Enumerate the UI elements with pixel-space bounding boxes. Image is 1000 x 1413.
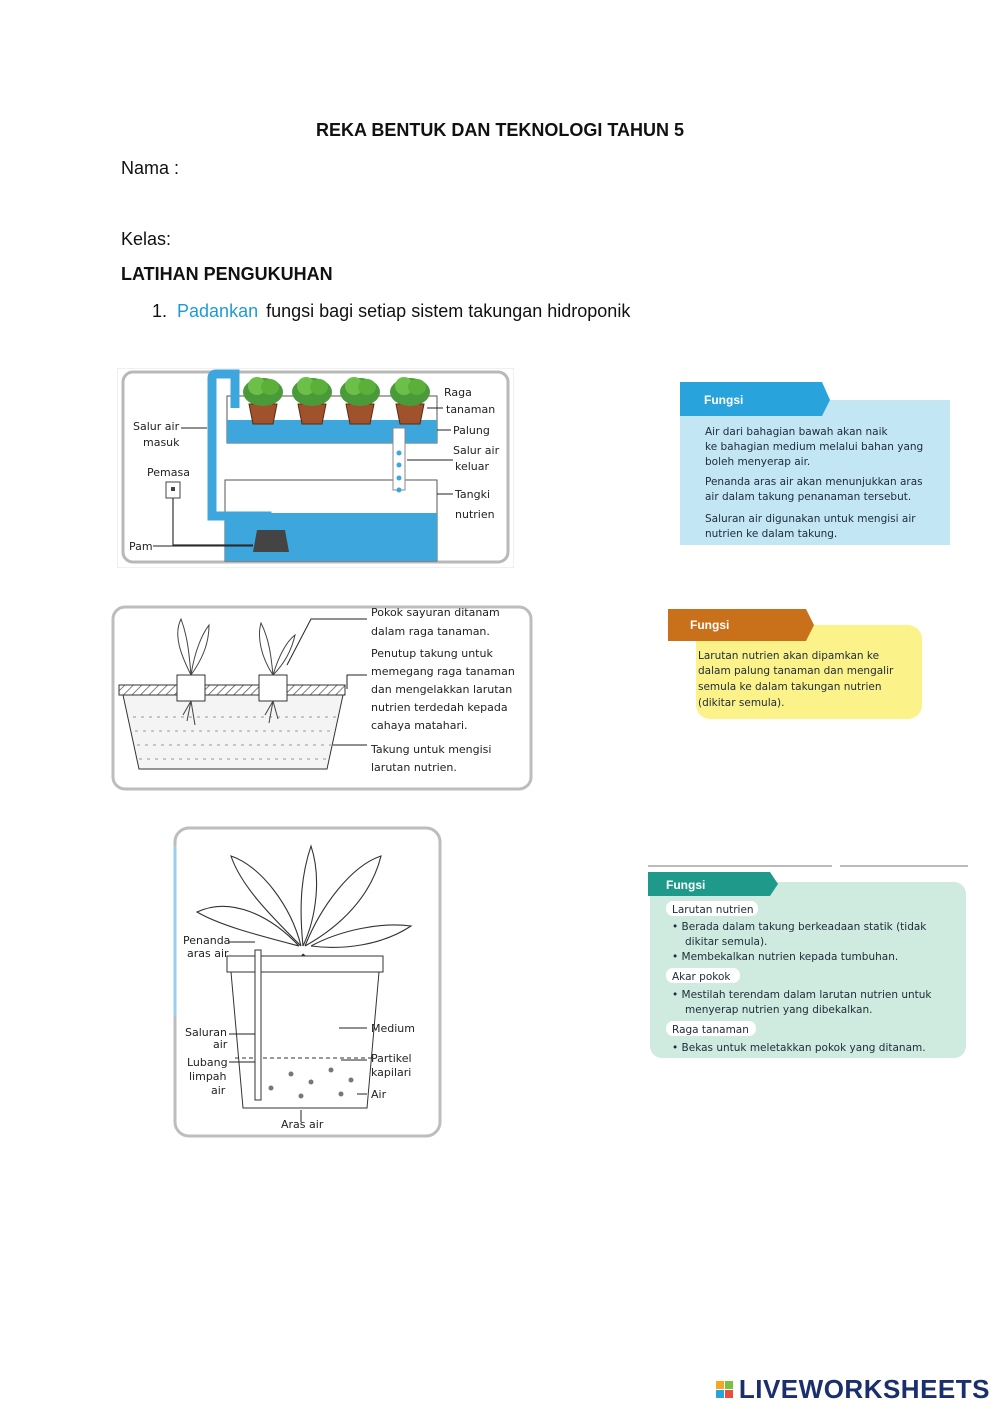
label-limpah-air: air: [211, 1084, 226, 1097]
label-salur-air-masuk-1: Salur air: [133, 420, 180, 433]
liveworksheets-brand: LIVEWORKSHEETS: [738, 1374, 990, 1404]
label-pemasa: Pemasa: [147, 466, 190, 479]
diagram-nft-system: Raga tanaman Palung Salur air keluar Tan…: [117, 368, 514, 568]
label-palung: Palung: [453, 424, 490, 437]
card3-b1-line-3: • Membekalkan nutrien kepada tumbuhan.: [672, 951, 898, 963]
question-number: 1.: [152, 301, 168, 321]
section-title: LATIHAN PENGUKUHAN: [121, 264, 333, 284]
fungsi-card-2[interactable]: Fungsi Larutan nutrien akan dipamkan ke …: [668, 607, 928, 722]
label-air: Air: [371, 1088, 387, 1101]
card3-b2-line-1: • Mestilah terendam dalam larutan nutrie…: [672, 989, 932, 1001]
question-text: fungsi bagi setiap sistem takungan hidro…: [266, 301, 631, 321]
card1-line-3: boleh menyerap air.: [705, 456, 810, 468]
card3-b3-line-1: • Bekas untuk meletakkan pokok yang dita…: [672, 1042, 926, 1054]
label-penutup-2: memegang raga tanaman: [371, 665, 515, 678]
card2-line-2: dalam palung tanaman dan mengalir: [698, 665, 894, 677]
liveworksheets-logo-icon: [715, 1381, 733, 1398]
diagram-deep-water-container: Pokok sayuran ditanam dalam raga tanaman…: [111, 605, 549, 793]
class-label: Kelas:: [121, 229, 172, 249]
diagram-wick-pot: Penanda aras air Saluran air Lubang limp…: [171, 826, 452, 1140]
label-salur-air-keluar-2: keluar: [455, 460, 490, 473]
label-pokok-2: dalam raga tanaman.: [371, 625, 490, 638]
card1-heading: Fungsi: [704, 393, 743, 407]
label-aras-air-2: Aras air: [281, 1118, 324, 1131]
liveworksheets-logo: LIVEWORKSHEETS: [715, 1374, 990, 1405]
label-takung-1: Takung untuk mengisi: [370, 743, 491, 756]
card3-tag-3: Raga tanaman: [672, 1024, 749, 1036]
card3-tag-1: Larutan nutrien: [672, 904, 754, 916]
label-medium: Medium: [371, 1022, 415, 1035]
card1-line-4: Penanda aras air akan menunjukkan aras: [705, 476, 923, 488]
fungsi-card-1[interactable]: Fungsi Air dari bahagian bawah akan naik…: [680, 378, 953, 545]
card1-line-1: Air dari bahagian bawah akan naik: [705, 426, 889, 438]
label-limpah: limpah: [189, 1070, 227, 1083]
card2-line-4: (dikitar semula).: [698, 697, 784, 709]
label-nutrien: nutrien: [455, 508, 495, 521]
card3-b1-line-2: dikitar semula).: [685, 936, 767, 948]
card1-line-7: nutrien ke dalam takung.: [705, 528, 837, 540]
label-aras-air-1: aras air: [187, 947, 229, 960]
padankan-link[interactable]: Padankan: [177, 301, 259, 321]
card1-line-6: Saluran air digunakan untuk mengisi air: [705, 513, 916, 525]
label-saluran: Saluran: [185, 1026, 227, 1039]
label-penanda: Penanda: [183, 934, 230, 947]
label-partikel: Partikel: [371, 1052, 412, 1065]
label-penutup-1: Penutup takung untuk: [371, 647, 493, 660]
name-label: Nama :: [121, 158, 180, 178]
label-lubang: Lubang: [187, 1056, 228, 1069]
card1-line-2: ke bahagian medium melalui bahan yang: [705, 441, 923, 453]
plant-pots: [243, 377, 430, 425]
label-kapilari: kapilari: [371, 1066, 411, 1079]
label-penutup-4: nutrien terdedah kepada: [371, 701, 508, 714]
question-1: 1. Padankan fungsi bagi setiap sistem taku…: [152, 301, 630, 322]
card2-line-3: semula ke dalam takungan nutrien: [698, 681, 882, 693]
card2-heading: Fungsi: [690, 618, 729, 632]
card3-tag-2: Akar pokok: [672, 971, 731, 983]
label-raga: Raga: [444, 386, 472, 399]
label-takung-2: larutan nutrien.: [371, 761, 457, 774]
label-tanaman: tanaman: [446, 403, 495, 416]
label-salur-air-masuk-2: masuk: [143, 436, 180, 449]
page-title: REKA BENTUK DAN TEKNOLOGI TAHUN 5: [316, 120, 684, 140]
label-penutup-5: cahaya matahari.: [371, 719, 468, 732]
card3-heading: Fungsi: [666, 878, 705, 892]
card2-line-1: Larutan nutrien akan dipamkan ke: [698, 650, 879, 662]
label-saluran-air: air: [213, 1038, 228, 1051]
label-pokok-1: Pokok sayuran ditanam: [371, 606, 500, 619]
label-salur-air-keluar-1: Salur air: [453, 444, 500, 457]
fungsi-card-3[interactable]: Fungsi Larutan nutrien • Berada dalam ta…: [648, 864, 968, 1060]
card3-b1-line-1: • Berada dalam takung berkeadaan statik …: [672, 921, 927, 933]
label-penutup-3: dan mengelakkan larutan: [371, 683, 512, 696]
card1-line-5: air dalam takung penanaman tersebut.: [705, 491, 911, 503]
label-pam: Pam: [129, 540, 153, 553]
card3-b2-line-2: menyerap nutrien yang dibekalkan.: [685, 1004, 872, 1016]
label-tangki: Tangki: [454, 488, 490, 501]
